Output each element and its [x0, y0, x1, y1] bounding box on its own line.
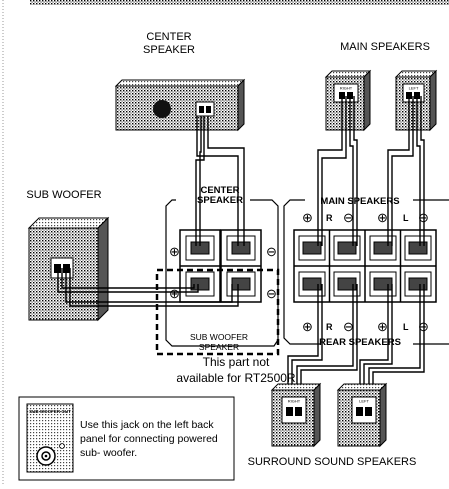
center-terminal-label-line2: SPEAKER: [197, 195, 243, 206]
rear-r-mark: R: [326, 322, 333, 332]
left-tag-rear: LEFT: [359, 399, 369, 404]
top-band: [30, 0, 449, 5]
main-speaker-right: RIGHT: [324, 69, 372, 132]
sub-woofer-speaker-label-line2: SPEAKER: [199, 342, 239, 352]
main-r-mark: R: [326, 213, 333, 223]
main-speaker-left: LEFT: [394, 69, 438, 132]
main-speakers-title: MAIN SPEAKERS: [340, 41, 430, 53]
rear-speakers-terminal-label: REAR SPEAKERS: [319, 337, 401, 348]
sub-plus-mark: ⊕: [169, 286, 180, 301]
main-plus-r-mark: ⊕: [302, 210, 313, 225]
surround-speaker-right: RIGHT: [270, 382, 322, 448]
main-speakers-terminal-label: MAIN SPEAKERS: [320, 196, 399, 207]
surround-speaker-left: LEFT: [336, 382, 388, 448]
center-plus-mark: ⊕: [169, 244, 180, 259]
rear-plus-l-mark: ⊕: [377, 319, 388, 334]
sub-woofer: [27, 216, 110, 322]
sub-woofer-speaker-label-line1: SUB WOOFER: [190, 332, 248, 342]
sub-woofer-title: SUB WOOFER: [26, 189, 101, 201]
inset-text-line2: panel for connecting powered: [80, 433, 218, 445]
left-tag-main: LEFT: [409, 86, 419, 91]
sub-woofer-out-inset: SUB WOOFER OUT Use this jack on the left…: [18, 396, 235, 481]
sub-woofer-out-jack-label: SUB WOOFER OUT: [29, 409, 71, 414]
right-tag-main: RIGHT: [340, 86, 353, 91]
channel-marks: R L R L: [326, 213, 409, 332]
screw-icon: [59, 443, 65, 449]
rear-l-mark: L: [403, 322, 409, 332]
rear-minus-r-mark: ⊖: [343, 319, 354, 334]
main-l-mark: L: [403, 213, 409, 223]
main-plus-l-mark: ⊕: [377, 210, 388, 225]
main-minus-r-mark: ⊖: [343, 210, 354, 225]
sub-woofer-speaker-region: [155, 268, 280, 356]
center-terminal-block: [179, 229, 262, 303]
center-speaker-cone-icon: [153, 100, 171, 118]
main-rear-terminal-block: [293, 229, 437, 303]
inset-text-line1: Use this jack on the left back: [80, 419, 214, 431]
surround-sound-speakers-title: SURROUND SOUND SPEAKERS: [248, 456, 417, 468]
rear-plus-r-mark: ⊕: [302, 319, 313, 334]
not-available-note-line2: available for RT2500R: [176, 371, 296, 385]
center-terminal-label-line1: CENTER: [200, 185, 239, 196]
center-speaker-title-line1: CENTER: [146, 31, 191, 43]
center-speaker-title-line2: SPEAKER: [143, 44, 195, 56]
center-minus-mark: ⊖: [266, 244, 277, 259]
not-available-note-line1: This part not: [203, 355, 270, 369]
center-speaker: [114, 78, 246, 132]
inset-text-line3: sub- woofer.: [80, 447, 137, 459]
right-tag-rear: RIGHT: [288, 399, 301, 404]
sub-minus-mark: ⊖: [266, 286, 277, 301]
